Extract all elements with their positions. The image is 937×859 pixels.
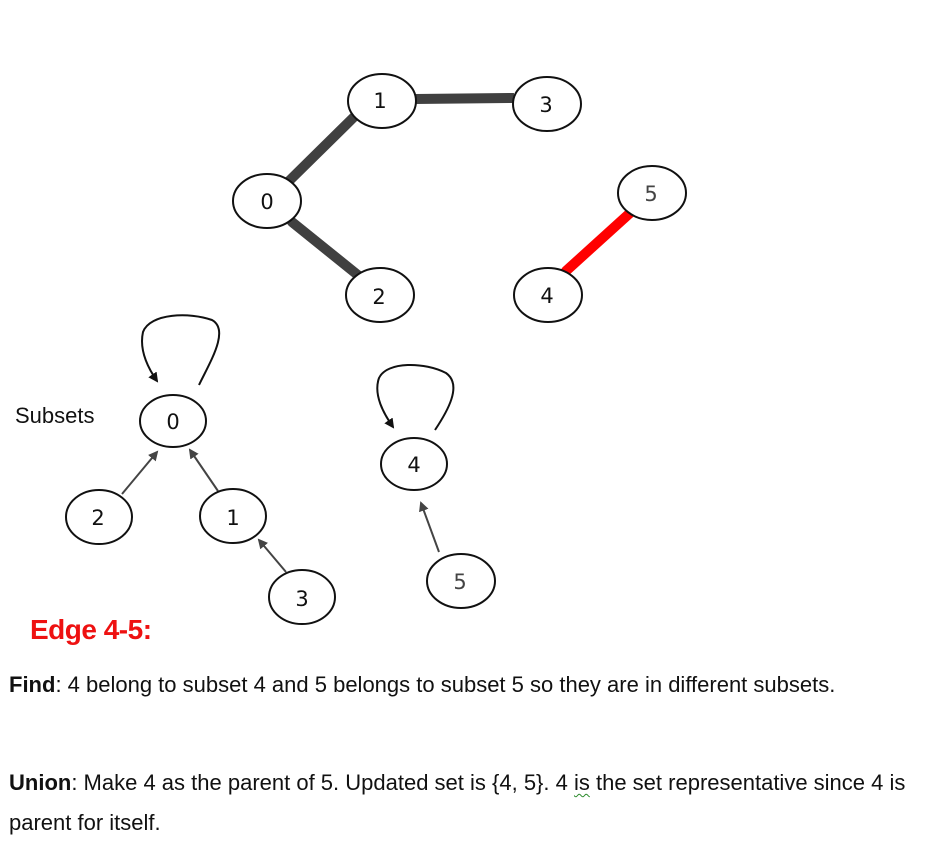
graph-edge-1-3: [414, 93, 515, 104]
find-text: : 4 belong to subset 4 and 5 belongs to …: [55, 672, 836, 697]
subset-node-4: 4: [380, 437, 448, 491]
graph-node-2-label: 2: [372, 285, 385, 309]
subset-node-3-label: 3: [295, 587, 308, 611]
find-paragraph: Find: 4 belong to subset 4 and 5 belongs…: [9, 665, 934, 705]
graph-node-5: 5: [617, 165, 687, 221]
subset-node-5-label: 5: [453, 570, 466, 594]
grammar-flagged-word: is: [573, 770, 590, 795]
subset-node-1-label: 1: [226, 506, 239, 530]
graph-node-4: 4: [513, 267, 583, 323]
union-paragraph: Union: Make 4 as the parent of 5. Update…: [9, 763, 934, 843]
graph-edges: [284, 93, 635, 281]
graph-node-0: 0: [232, 173, 302, 229]
union-text-after: the set representative since 4 is parent…: [9, 770, 906, 835]
graph-node-2: 2: [345, 267, 415, 323]
subset-node-0: 0: [139, 394, 207, 448]
graph-edge-4-5-highlighted: [561, 208, 635, 276]
graph-edge-0-2: [287, 217, 364, 281]
subset-node-0-label: 0: [166, 410, 179, 434]
graph-node-1: 1: [347, 73, 417, 129]
subset-node-3: 3: [268, 569, 336, 625]
subset-node-2-label: 2: [91, 506, 104, 530]
self-loop-4-icon: [376, 363, 455, 431]
step-title: Edge 4-5:: [30, 614, 152, 645]
subset-node-1: 1: [199, 488, 267, 544]
parent-link-2-to-0: [121, 450, 159, 495]
graph-node-3-label: 3: [539, 93, 552, 117]
union-label: Union: [9, 770, 72, 795]
graph-node-5-label: 5: [644, 182, 657, 206]
subsets-label: Subsets: [15, 403, 95, 428]
graph-node-4-label: 4: [540, 284, 553, 308]
graph-edge-0-1: [284, 110, 361, 186]
parent-link-1-to-0: [188, 448, 219, 492]
parent-link-5-to-4: [419, 501, 440, 553]
graph-node-1-label: 1: [373, 89, 386, 113]
graph-node-3: 3: [512, 76, 582, 132]
union-text-before: : Make 4 as the parent of 5. Updated set…: [71, 770, 574, 795]
subset-node-5: 5: [426, 553, 496, 609]
subset-node-2: 2: [65, 489, 133, 545]
graph-node-0-label: 0: [260, 190, 273, 214]
subset-node-4-label: 4: [407, 453, 420, 477]
parent-link-3-to-1: [257, 538, 287, 573]
self-loop-0-icon: [141, 314, 221, 386]
find-label: Find: [9, 672, 56, 697]
